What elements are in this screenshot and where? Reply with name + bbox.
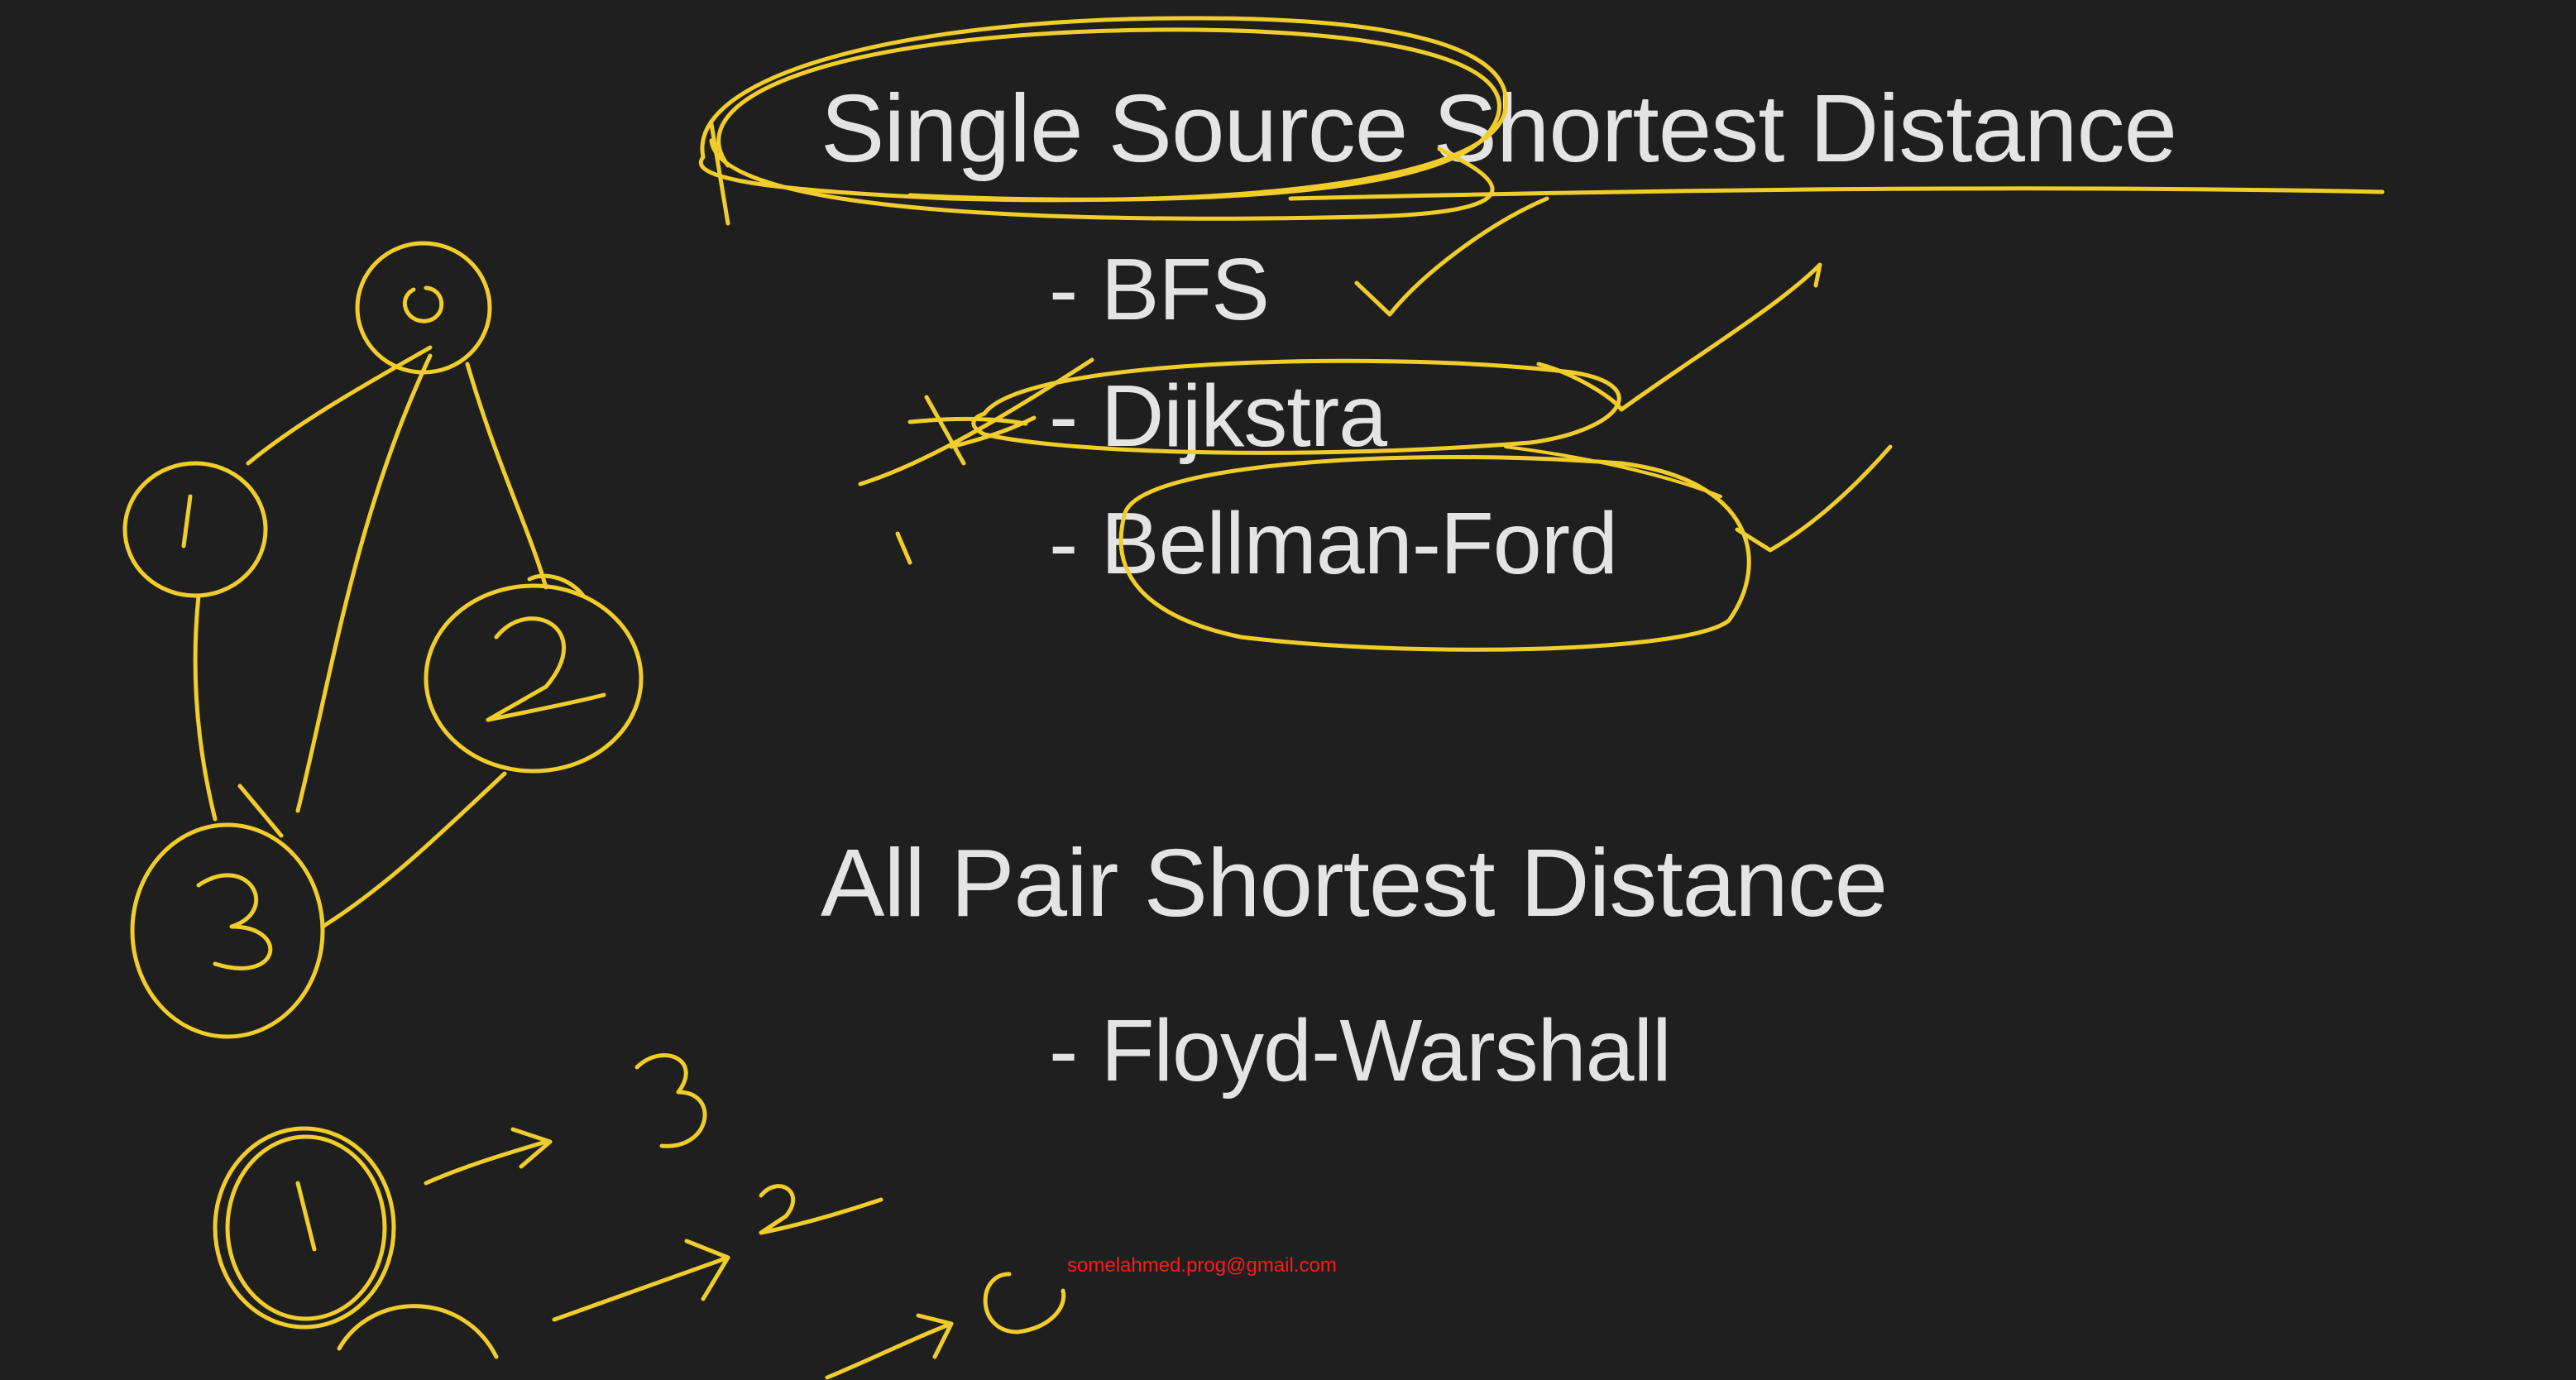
list-item-dijkstra: - Dijkstra — [1049, 367, 1387, 465]
heading-all-pair: All Pair Shortest Distance — [821, 829, 1888, 937]
graph-drawing — [122, 241, 644, 1039]
check-bellman-ford — [1735, 444, 1893, 553]
list-item-bellman-ford: - Bellman-Ford — [1049, 495, 1618, 592]
list-item-bfs: - BFS — [1049, 241, 1270, 338]
heading-underline — [1288, 186, 2385, 201]
tick-mark — [895, 531, 912, 565]
list-item-floyd-warshall: - Floyd-Warshall — [1049, 1002, 1672, 1100]
check-bfs — [1354, 196, 1549, 317]
watermark-email: somelahmed.prog@gmail.com — [1067, 1254, 1337, 1277]
heading-single-source: Single Source Shortest Distance — [821, 74, 2177, 182]
check-dijkstra — [1536, 262, 1822, 412]
bottom-scribbles — [213, 1053, 1066, 1380]
oval-bellman-ford-extra — [1504, 445, 1722, 498]
